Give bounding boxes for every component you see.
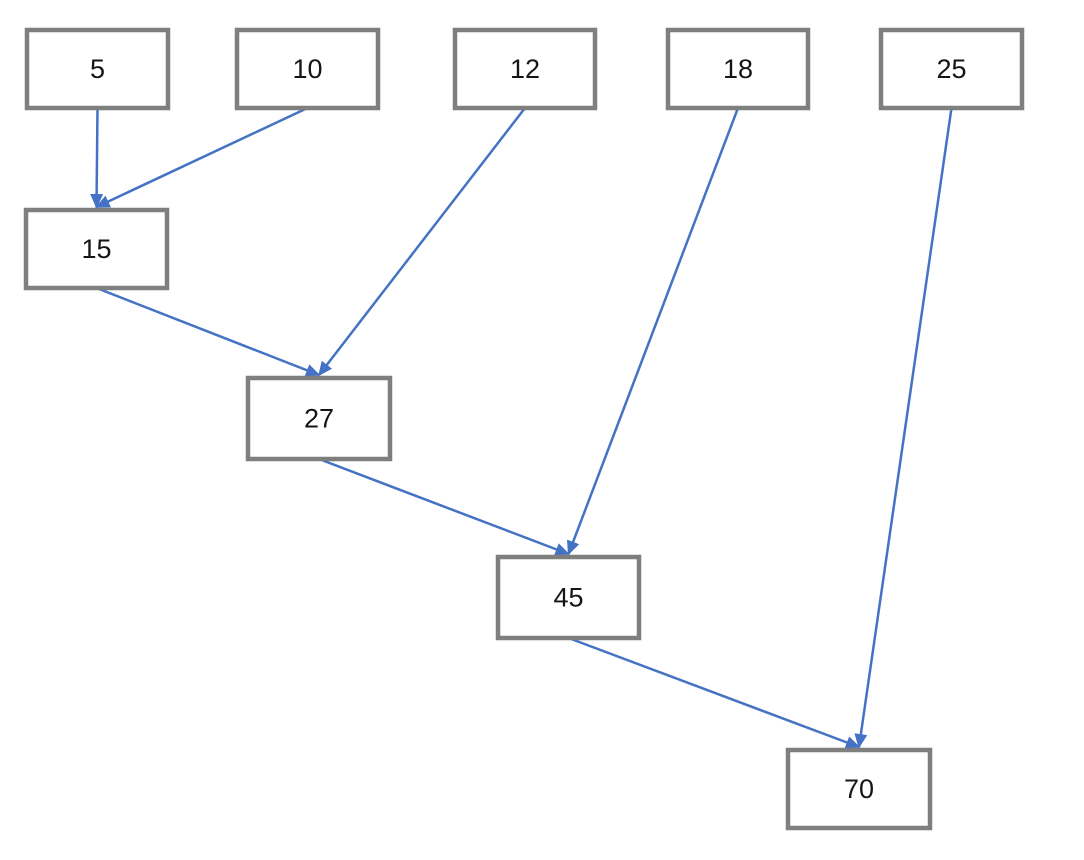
edge-25-to-70 <box>854 107 953 749</box>
edge-27-to-45 <box>318 457 570 556</box>
node-10: 10 <box>234 27 381 111</box>
edge-18-to-45 <box>567 107 740 556</box>
edge-12-to-27 <box>318 107 526 377</box>
node-box-27 <box>245 375 393 462</box>
node-70: 70 <box>785 747 933 831</box>
node-box-25 <box>878 27 1025 111</box>
node-box-45 <box>495 554 642 641</box>
node-label-5: 5 <box>90 54 105 84</box>
node-box-12 <box>452 27 598 111</box>
edge-15-to-27 <box>96 286 321 377</box>
node-box-10 <box>234 27 381 111</box>
node-label-15: 15 <box>81 234 111 264</box>
node-15: 15 <box>23 207 170 291</box>
edge-45-to-70 <box>568 636 861 749</box>
node-45: 45 <box>495 554 642 641</box>
node-box-5 <box>24 27 171 111</box>
node-5: 5 <box>24 27 171 111</box>
node-box-15 <box>23 207 170 291</box>
node-box-18 <box>665 27 811 111</box>
edges-layer <box>90 106 953 749</box>
edge-5-to-15 <box>90 107 104 209</box>
node-12: 12 <box>452 27 598 111</box>
node-18: 18 <box>665 27 811 111</box>
node-label-25: 25 <box>936 54 966 84</box>
node-27: 27 <box>245 375 393 462</box>
node-label-27: 27 <box>304 404 334 434</box>
node-label-18: 18 <box>723 54 753 84</box>
node-label-45: 45 <box>553 583 583 613</box>
node-label-70: 70 <box>844 774 874 804</box>
node-25: 25 <box>878 27 1025 111</box>
node-label-12: 12 <box>510 54 540 84</box>
node-box-70 <box>785 747 933 831</box>
node-label-10: 10 <box>292 54 322 84</box>
edge-10-to-15 <box>95 106 309 209</box>
nodes-layer: 5 10 12 18 25 15 27 45 70 <box>23 27 1025 831</box>
